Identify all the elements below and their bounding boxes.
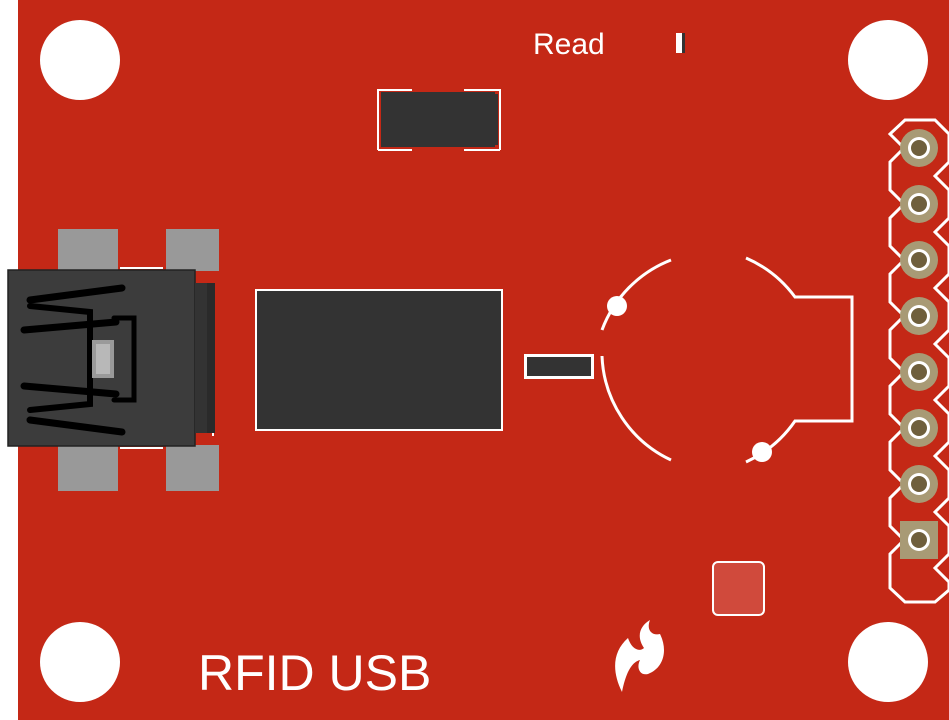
header-pin-4 [900, 297, 938, 335]
header-pin-6 [900, 409, 938, 447]
mounting-holes [40, 20, 928, 702]
board-title: RFID USB [198, 645, 431, 701]
pin-header-outline [887, 118, 949, 604]
led-pad [712, 561, 765, 616]
header-pin-1 [900, 129, 938, 167]
header-pin-7 [900, 465, 938, 503]
pin-header [887, 118, 949, 604]
mini-usb-connector [7, 269, 215, 447]
flame-logo-icon [615, 620, 664, 692]
main-ic-chip [255, 289, 503, 431]
header-pin-2 [900, 185, 938, 223]
mounting-hole-bottom-right [848, 622, 928, 702]
header-pin-8 [900, 521, 938, 559]
smd-component-top [377, 89, 501, 151]
buzzer-pins [607, 296, 772, 462]
mounting-hole-top-right [848, 20, 928, 100]
diode-symbol-icon [676, 33, 685, 53]
usb-mounting-pads [58, 229, 219, 491]
mounting-hole-top-left [40, 20, 120, 100]
mounting-hole-bottom-left [40, 622, 120, 702]
header-pin-3 [900, 241, 938, 279]
header-pin-5 [900, 353, 938, 391]
smd-resistor [524, 354, 594, 379]
read-led-label: Read [533, 28, 605, 61]
usb-port-graphic [20, 284, 137, 436]
